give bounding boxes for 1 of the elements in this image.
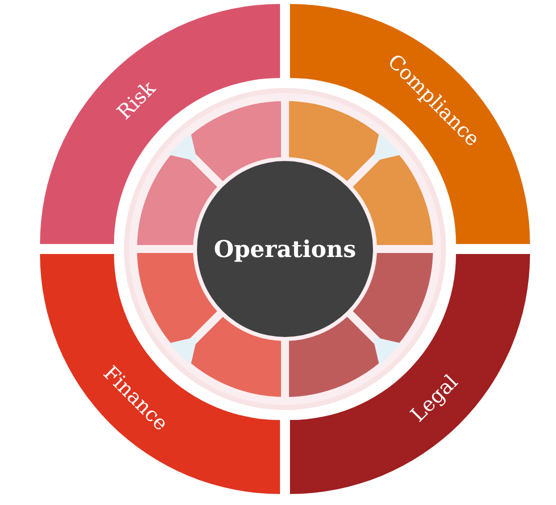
center-label: Operations [214, 236, 356, 262]
